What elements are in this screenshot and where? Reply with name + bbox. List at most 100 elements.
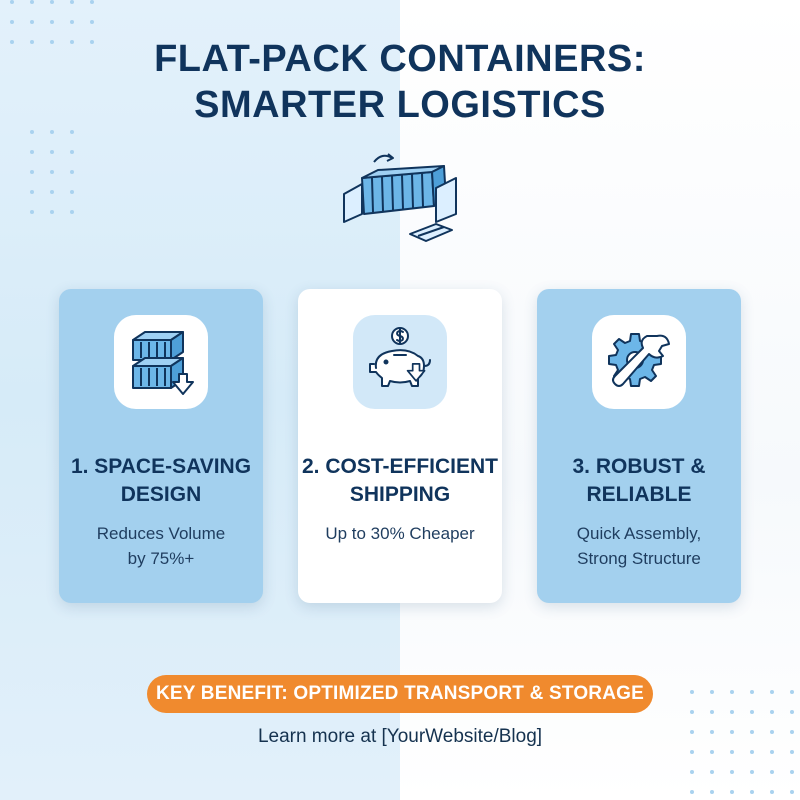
- decorative-dot: [730, 690, 734, 694]
- feature-card-space-saving: 1. SPACE-SAVING DESIGN Reduces Volume by…: [59, 289, 263, 603]
- decorative-dot: [730, 750, 734, 754]
- decorative-dot: [730, 790, 734, 794]
- decorative-dot: [30, 20, 34, 24]
- decorative-dot: [710, 770, 714, 774]
- decorative-dot: [790, 730, 794, 734]
- card-title-line-2: RELIABLE: [586, 483, 692, 506]
- card-title-line-1: 2. COST-EFFICIENT: [301, 455, 498, 478]
- decorative-dot: [70, 130, 74, 134]
- decorative-dot: [710, 790, 714, 794]
- decorative-dot: [90, 20, 94, 24]
- decorative-dot: [50, 150, 54, 154]
- decorative-dot: [70, 150, 74, 154]
- card-icon-box: [114, 315, 208, 409]
- card-description: Quick Assembly, Strong Structure: [537, 521, 741, 571]
- decorative-dot: [10, 20, 14, 24]
- decorative-dot: [770, 690, 774, 694]
- decorative-dot: [690, 730, 694, 734]
- decorative-dot: [790, 690, 794, 694]
- decorative-dot: [70, 0, 74, 4]
- decorative-dot: [10, 40, 14, 44]
- decorative-dot: [770, 790, 774, 794]
- decorative-dot: [750, 730, 754, 734]
- decorative-dot: [710, 750, 714, 754]
- decorative-dot: [790, 710, 794, 714]
- gear-wrench-icon: [608, 333, 670, 387]
- card-text-line-1: Reduces Volume: [96, 524, 226, 543]
- learn-more-text[interactable]: Learn more at [YourWebsite/Blog]: [257, 726, 543, 747]
- decorative-dot: [50, 130, 54, 134]
- decorative-dot: [30, 40, 34, 44]
- decorative-dot: [30, 170, 34, 174]
- decorative-dot: [90, 0, 94, 4]
- decorative-dots-top-left: [10, 0, 110, 60]
- decorative-dot: [30, 150, 34, 154]
- decorative-dots-bottom-right: [690, 690, 800, 800]
- decorative-dot: [50, 190, 54, 194]
- decorative-dot: [50, 20, 54, 24]
- decorative-dot: [690, 710, 694, 714]
- decorative-dot: [770, 730, 774, 734]
- decorative-dot: [750, 790, 754, 794]
- decorative-dot: [750, 770, 754, 774]
- decorative-dot: [50, 210, 54, 214]
- card-text-line-1: Quick Assembly,: [576, 524, 702, 543]
- decorative-dot: [690, 750, 694, 754]
- decorative-dot: [790, 750, 794, 754]
- decorative-dot: [690, 790, 694, 794]
- piggy-bank-icon: [369, 327, 431, 387]
- card-description: Up to 30% Cheaper: [298, 521, 502, 546]
- card-title: 1. SPACE-SAVING DESIGN: [59, 453, 263, 509]
- card-title-line-2: SHIPPING: [349, 483, 451, 506]
- decorative-dot: [690, 690, 694, 694]
- decorative-dot: [730, 710, 734, 714]
- decorative-dot: [770, 770, 774, 774]
- decorative-dot: [750, 750, 754, 754]
- decorative-dot: [30, 210, 34, 214]
- decorative-dot: [70, 210, 74, 214]
- decorative-dot: [710, 690, 714, 694]
- decorative-dot: [730, 730, 734, 734]
- decorative-dot: [750, 710, 754, 714]
- decorative-dot: [30, 190, 34, 194]
- decorative-dot: [70, 170, 74, 174]
- card-description: Reduces Volume by 75%+: [59, 521, 263, 571]
- decorative-dot: [790, 770, 794, 774]
- card-icon-box: [353, 315, 447, 409]
- decorative-dot: [770, 750, 774, 754]
- feature-card-robust: 3. ROBUST & RELIABLE Quick Assembly, Str…: [537, 289, 741, 603]
- decorative-dot: [730, 770, 734, 774]
- feature-card-cost-efficient: 2. COST-EFFICIENT SHIPPING Up to 30% Che…: [298, 289, 502, 603]
- stacked-containers-icon: [132, 331, 194, 395]
- card-icon-box: [592, 315, 686, 409]
- card-title-line-2: DESIGN: [120, 483, 202, 506]
- card-title: 3. ROBUST & RELIABLE: [537, 453, 741, 509]
- decorative-dot: [30, 0, 34, 4]
- decorative-dot: [710, 710, 714, 714]
- decorative-dot: [10, 0, 14, 4]
- decorative-dot: [70, 20, 74, 24]
- decorative-dot: [710, 730, 714, 734]
- decorative-dots-mid-left: [30, 130, 90, 240]
- decorative-dot: [770, 710, 774, 714]
- key-benefit-banner: KEY BENEFIT: OPTIMIZED TRANSPORT & STORA…: [147, 675, 653, 713]
- decorative-dot: [790, 790, 794, 794]
- page-title: FLAT-PACK CONTAINERS: SMARTER LOGISTICS: [0, 36, 800, 128]
- card-title-line-1: 3. ROBUST &: [572, 455, 706, 478]
- decorative-dot: [70, 40, 74, 44]
- card-title-line-1: 1. SPACE-SAVING: [70, 455, 252, 478]
- card-text-line-2: Strong Structure: [577, 549, 701, 568]
- title-line-1: FLAT-PACK CONTAINERS:: [154, 38, 646, 80]
- decorative-dot: [90, 40, 94, 44]
- card-title: 2. COST-EFFICIENT SHIPPING: [298, 453, 502, 509]
- decorative-dot: [50, 170, 54, 174]
- decorative-dot: [690, 770, 694, 774]
- card-text-line-1: Up to 30% Cheaper: [325, 524, 475, 543]
- title-line-2: SMARTER LOGISTICS: [194, 84, 606, 126]
- decorative-dot: [50, 40, 54, 44]
- decorative-dot: [750, 690, 754, 694]
- decorative-dot: [50, 0, 54, 4]
- flat-pack-container-icon: [340, 148, 460, 248]
- decorative-dot: [30, 130, 34, 134]
- decorative-dot: [70, 190, 74, 194]
